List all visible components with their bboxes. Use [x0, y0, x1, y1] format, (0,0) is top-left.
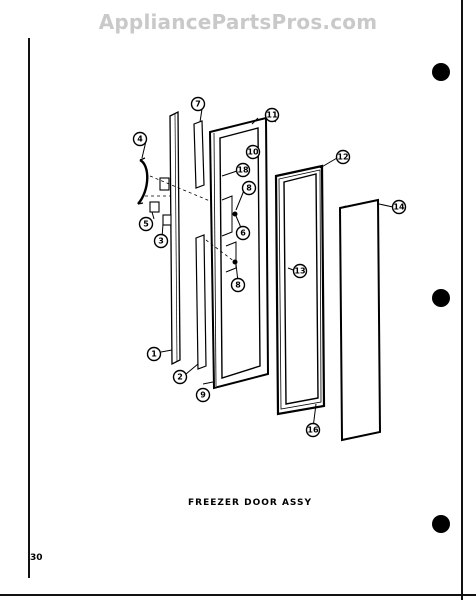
callout-5: 5 — [138, 216, 154, 232]
callout-2: 2 — [172, 369, 188, 385]
svg-text:14: 14 — [393, 203, 405, 212]
binder-hole-bottom — [432, 515, 450, 533]
part-strip-left — [169, 110, 181, 366]
screw-dot — [232, 211, 238, 217]
watermark-text: AppliancePartsPros.com — [98, 10, 378, 34]
part-channel-lower — [195, 234, 207, 370]
svg-text:6: 6 — [240, 229, 246, 238]
svg-text:13: 13 — [294, 267, 305, 276]
callout-14: 14 — [391, 199, 407, 215]
svg-text:8: 8 — [246, 184, 252, 193]
right-border — [461, 0, 463, 600]
binder-hole-middle — [432, 289, 450, 307]
svg-text:3: 3 — [158, 237, 164, 246]
callout-18: 18 — [235, 162, 251, 178]
svg-text:9: 9 — [200, 391, 206, 400]
svg-text:7: 7 — [195, 100, 201, 109]
callout-7: 7 — [190, 96, 206, 112]
callout-9: 9 — [195, 387, 211, 403]
part-door-panel — [338, 198, 382, 442]
svg-text:10: 10 — [247, 148, 259, 157]
callout-12: 12 — [335, 149, 351, 165]
part-gasket — [274, 164, 326, 416]
svg-text:2: 2 — [177, 373, 183, 382]
callout-8a: 8 — [241, 180, 257, 196]
svg-text:16: 16 — [307, 426, 319, 435]
svg-text:5: 5 — [143, 220, 149, 229]
diagram-caption: FREEZER DOOR ASSY — [188, 498, 312, 508]
svg-text:11: 11 — [266, 111, 278, 120]
callout-10: 10 — [245, 144, 261, 160]
callout-6: 6 — [235, 225, 251, 241]
callout-3: 3 — [153, 233, 169, 249]
part-handle — [137, 157, 149, 205]
left-border — [28, 38, 30, 578]
part-bracket — [149, 177, 172, 226]
svg-text:12: 12 — [337, 153, 348, 162]
part-channel-upper — [193, 120, 205, 189]
callout-1: 1 — [146, 346, 162, 362]
callout-11: 11 — [264, 107, 280, 123]
svg-text:4: 4 — [137, 135, 143, 144]
svg-text:8: 8 — [235, 281, 241, 290]
binder-hole-top — [432, 63, 450, 81]
svg-text:18: 18 — [237, 166, 249, 175]
part-door-frame — [208, 116, 270, 390]
callout-4: 4 — [132, 131, 148, 147]
svg-text:1: 1 — [151, 350, 157, 359]
callout-16: 16 — [305, 422, 321, 438]
bottom-border — [0, 594, 476, 596]
callout-8b: 8 — [230, 277, 246, 293]
page-number: 30 — [30, 553, 43, 563]
callout-13: 13 — [292, 263, 308, 279]
